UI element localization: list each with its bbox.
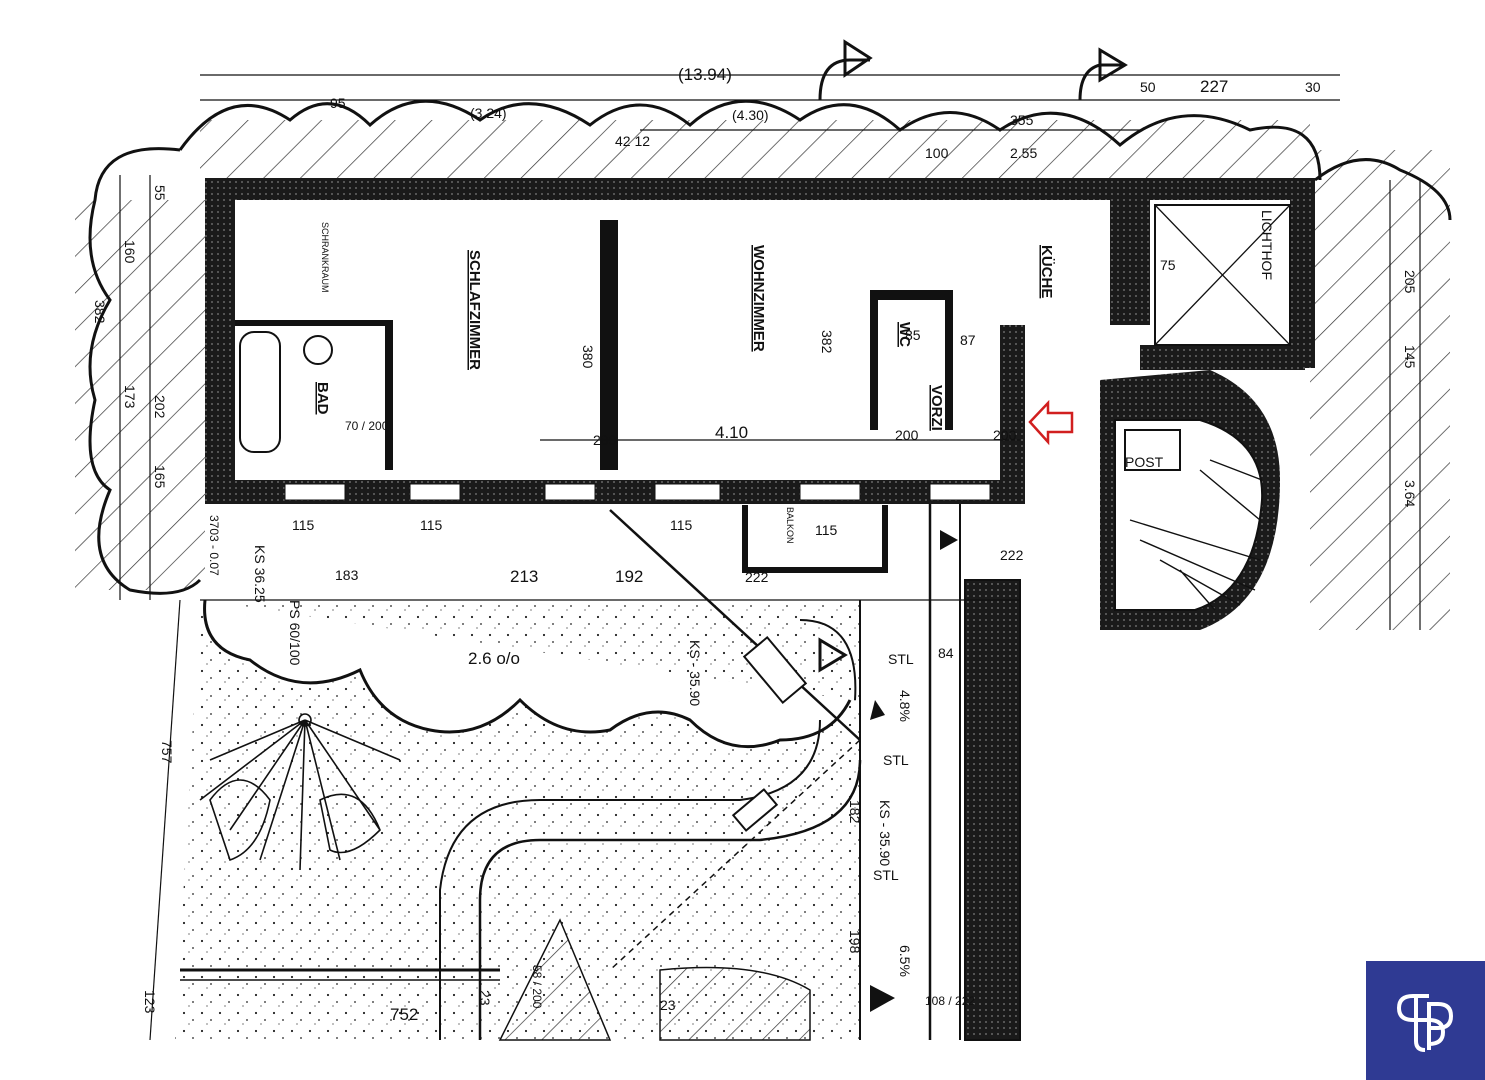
- staircase: [1100, 370, 1280, 630]
- dim-100: 100: [925, 145, 949, 161]
- dim-115c: 115: [670, 517, 693, 533]
- dim-42-12: 42 12: [615, 133, 650, 149]
- dim-115b: 115: [420, 517, 443, 533]
- dim-50: 50: [1140, 79, 1156, 95]
- dim-355: 355: [1010, 112, 1034, 128]
- dim-192: 192: [615, 567, 643, 586]
- dim-182: 182: [847, 800, 863, 824]
- room-label-lichthof: LICHTHOF: [1259, 210, 1275, 280]
- dim-202: 202: [152, 395, 168, 419]
- room-label-wc: WC: [896, 322, 913, 347]
- dim-84: 84: [938, 645, 954, 661]
- dim-382b: 382: [819, 330, 835, 354]
- room-label-post: POST: [1125, 454, 1164, 470]
- dim-382: 382: [92, 300, 108, 324]
- room-label-balkon: BALKON: [785, 507, 795, 544]
- dim-183: 183: [335, 567, 359, 583]
- dim-85: 85: [905, 327, 921, 343]
- tree-icon: [199, 713, 401, 871]
- dim-75: 75: [1160, 257, 1176, 273]
- dim-stl-2: STL: [883, 752, 909, 768]
- dim-324: (3.24): [470, 105, 507, 121]
- building-walls: [205, 178, 1315, 573]
- dim-70-200: 70 / 200: [345, 419, 389, 433]
- dimension-lines: [119, 74, 1421, 1041]
- sp-logo-icon: [1396, 993, 1453, 1052]
- dim-48: 4.8%: [897, 690, 913, 722]
- room-label-schrankraum: SCHRANKRAUM: [320, 222, 330, 293]
- dim-stl-3: STL: [873, 867, 899, 883]
- dim-173: 173: [122, 385, 138, 409]
- dim-23b: 23: [660, 997, 676, 1013]
- room-label-kueche: KÜCHE: [1038, 245, 1055, 298]
- dim-213: 213: [510, 567, 538, 586]
- dim-200b: 200: [895, 427, 919, 443]
- dim-ps-60-100: PS 60/100: [287, 600, 303, 666]
- direction-markers: [870, 530, 958, 1012]
- dim-55: 55: [152, 185, 168, 201]
- hedge-outline-top: [88, 99, 1452, 595]
- dim-227: 227: [1200, 77, 1228, 96]
- dim-370: 3703 - 0.07: [207, 515, 221, 576]
- dim-160: 160: [122, 240, 138, 264]
- dim-430: (4.30): [732, 107, 769, 123]
- dim-23a: 23: [477, 990, 493, 1006]
- dim-364: 3.64: [1402, 480, 1418, 507]
- dim-58-200: 58 / 200: [530, 965, 544, 1009]
- garden-area: [175, 509, 862, 1041]
- room-label-wohnzimmer: WOHNZIMMER: [750, 245, 767, 352]
- room-label-schlafzimmer: SCHLAFZIMMER: [466, 250, 483, 370]
- section-marker-d: [818, 39, 1128, 673]
- company-logo: [1366, 961, 1485, 1080]
- dim-95: 95: [330, 95, 346, 111]
- dim-757: 757: [159, 740, 175, 764]
- dim-205: 205: [1402, 270, 1418, 294]
- room-label-bad: BAD: [314, 382, 331, 415]
- dim-200c: 200: [993, 427, 1017, 443]
- dim-145: 145: [1402, 345, 1418, 369]
- dim-380: 380: [580, 345, 596, 369]
- dim-165: 165: [152, 465, 168, 489]
- side-path: [859, 500, 1021, 1041]
- dim-108-222: 108 / 222: [925, 994, 975, 1008]
- entrance-arrow-icon: [1028, 399, 1074, 446]
- dim-ks-3625: KS 36.25: [252, 545, 268, 603]
- dim-200a: 200: [593, 432, 617, 448]
- dimension-labels: (13.94) 95 (3.24) 42 12 (4.30) 100 355 2…: [92, 65, 1418, 1024]
- room-label-vorzi: VORZI: [928, 385, 945, 431]
- dim-410: 4.10: [715, 423, 748, 442]
- dim-87: 87: [960, 332, 976, 348]
- dim-123: 123: [142, 990, 158, 1014]
- dim-ks-3590: KS - 35.90: [687, 640, 703, 706]
- dim-top-total: (13.94): [678, 65, 732, 84]
- dim-115a: 115: [292, 517, 315, 533]
- dim-198: 198: [847, 930, 863, 954]
- dim-222: 222: [745, 569, 769, 585]
- dim-255: 2.55: [1010, 145, 1037, 161]
- dim-30: 30: [1305, 79, 1321, 95]
- dim-222b: 222: [1000, 547, 1024, 563]
- dim-ks-3590b: KS - 35.90: [877, 800, 893, 866]
- dim-752: 752: [390, 1005, 418, 1024]
- dim-65: 6.5%: [897, 945, 913, 977]
- dim-stl-1: STL: [888, 651, 914, 667]
- dim-slope: 2.6 o/o: [468, 649, 520, 668]
- dim-115d: 115: [815, 522, 838, 538]
